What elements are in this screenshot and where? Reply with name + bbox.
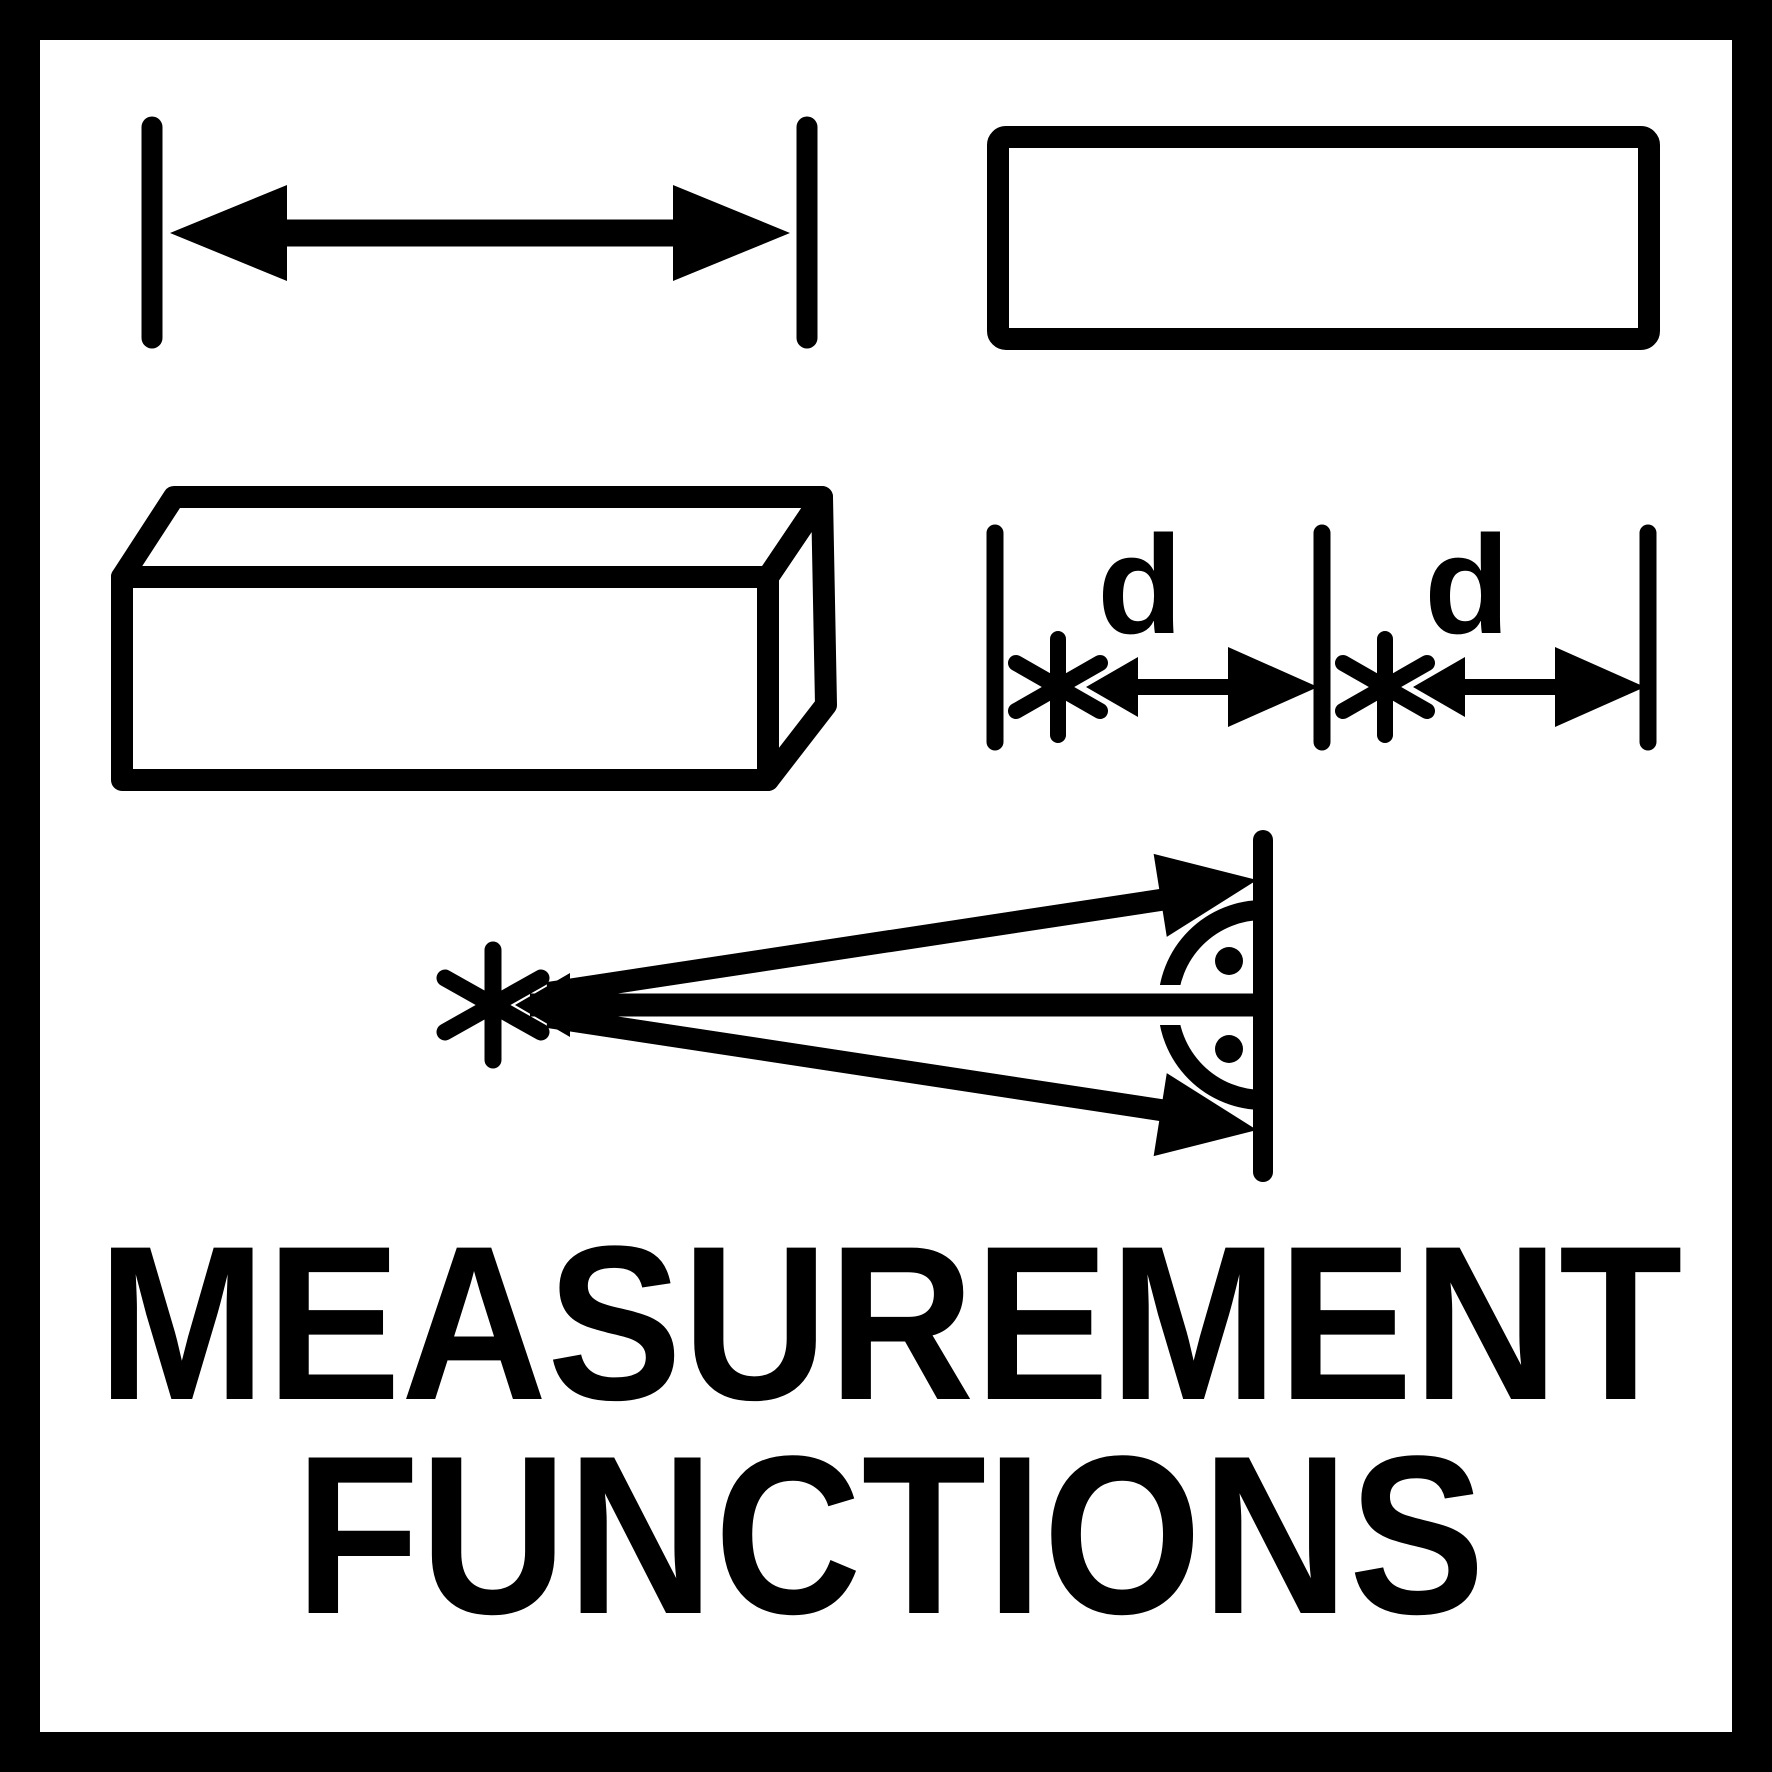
laser-point-asterisk-icon [1335,631,1435,743]
target-dot-lower [1215,1035,1243,1063]
title-line-1: MEASUREMENT [98,1200,1683,1446]
beam-arrowhead-source [515,973,570,1037]
arrowhead-right [673,185,790,281]
title-line-2: FUNCTIONS [295,1408,1485,1661]
continuous-measurement-icon: d d [986,506,1657,751]
area-measurement-icon [987,126,1660,350]
distance-label-2: d [1424,506,1510,663]
beam-arrowhead-top [1153,853,1257,937]
stakeout-segment-1: d [1008,506,1318,743]
target-dot-upper [1215,947,1243,975]
beam-arrowhead-bottom [1153,1073,1257,1157]
laser-point-asterisk-icon [1008,631,1108,743]
distance-label-1: d [1097,506,1183,663]
arrowhead-left [170,185,287,281]
stakeout-segment-2: d [1335,506,1645,743]
laser-point-asterisk-icon [436,941,550,1069]
indirect-measurement-icon [436,830,1273,1182]
length-measurement-icon [141,116,818,349]
volume-measurement-icon [111,486,837,791]
